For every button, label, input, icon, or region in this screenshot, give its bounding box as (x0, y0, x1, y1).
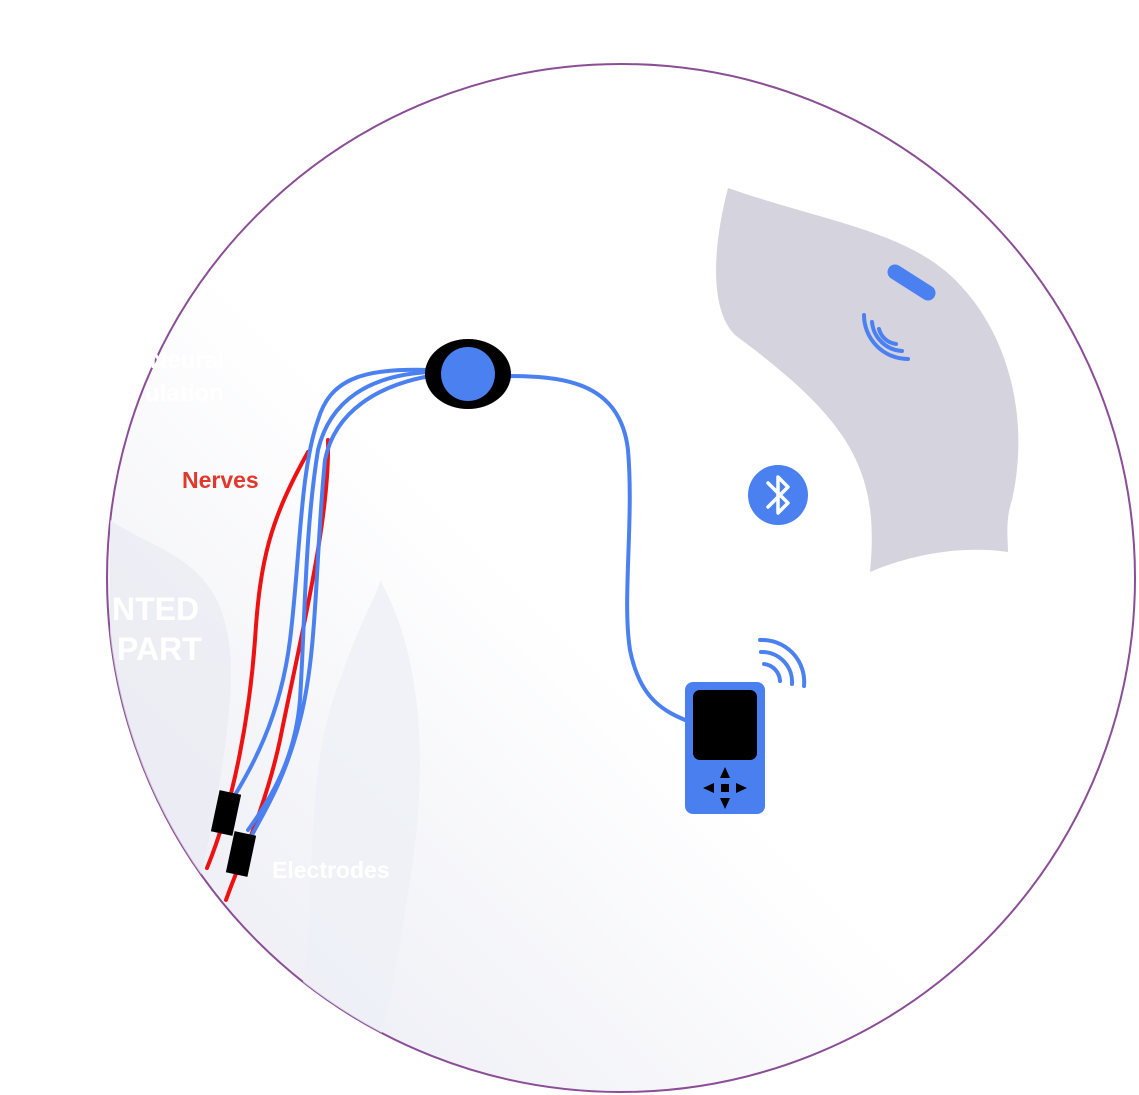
implanted-stimulator (425, 339, 511, 409)
electrodes (210, 790, 257, 877)
stimulator-label: Stim (400, 426, 448, 451)
nerves-label: Nerves (182, 467, 259, 493)
electrodes-label: Electrodes (272, 857, 390, 883)
wireless-signal-icon (862, 313, 910, 361)
bluetooth-icon (748, 465, 808, 525)
dpad-icon (703, 767, 747, 809)
wearable-sensor (887, 264, 936, 301)
neural-label-line2: ulation (145, 380, 224, 407)
remote-lead (503, 374, 692, 724)
implanted-label-line1: NTED (112, 591, 199, 627)
wearable-patch (716, 188, 1019, 572)
remote-controller (685, 682, 765, 814)
neural-label-line1: Neural (150, 347, 225, 374)
stimulator-leads (230, 367, 432, 837)
wireless-signal-icon (758, 637, 807, 688)
implanted-label-line2: PART (117, 631, 202, 667)
